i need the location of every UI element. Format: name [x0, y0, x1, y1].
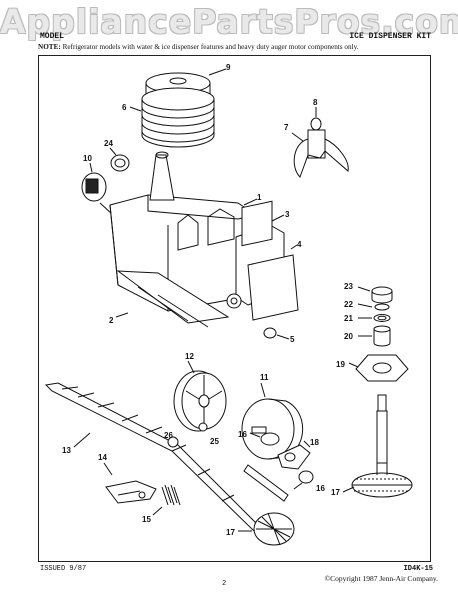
parts-diagram: 9 6 8 7 24 10 1 3 4 2 5 23 22 21 20 19 1… [44, 63, 413, 546]
header-left: MODEL [40, 32, 65, 41]
callout-16-lower: 16 [316, 484, 325, 493]
callout-11: 11 [260, 373, 269, 382]
callout-23: 23 [344, 282, 353, 291]
watermark: AppliancePartsPros.com [0, 2, 458, 41]
crusher-blade-part [293, 117, 349, 178]
callout-26: 26 [164, 431, 173, 440]
nut-part [167, 422, 208, 448]
callout-17-lower: 17 [226, 528, 235, 537]
callout-14: 14 [98, 453, 107, 462]
callout-9: 9 [226, 63, 231, 72]
callout-25: 25 [210, 437, 219, 446]
gear-cap-part [110, 154, 130, 172]
callout-12: 12 [185, 352, 194, 361]
page-number: 2 [222, 580, 227, 588]
note-label: NOTE: [38, 43, 61, 51]
callout-19: 19 [336, 360, 345, 369]
callout-1: 1 [257, 193, 262, 202]
callout-15: 15 [142, 515, 151, 524]
motor-housing-part [109, 151, 299, 328]
callout-16-upper: 16 [238, 430, 247, 439]
issued-date: ISSUED 9/87 [40, 565, 87, 573]
auger-motor-part [241, 398, 304, 460]
callout-22: 22 [344, 300, 353, 309]
document-code: ID4K-15 [403, 565, 433, 573]
header-strip: MODEL ICE DISPENSER KIT [38, 30, 433, 44]
note: NOTE: Refrigerator models with water & i… [38, 43, 433, 51]
callout-5: 5 [290, 335, 295, 344]
header-title: ICE DISPENSER KIT [349, 32, 431, 41]
note-text: Refrigerator models with water & ice dis… [62, 43, 359, 51]
diagram-frame [38, 55, 431, 562]
callout-20: 20 [344, 332, 353, 341]
bracket-part [105, 480, 157, 504]
callout-2: 2 [109, 316, 114, 325]
callout-17-right: 17 [331, 488, 340, 497]
callout-18: 18 [310, 438, 319, 447]
callout-6: 6 [122, 103, 127, 112]
screw-part [263, 327, 277, 339]
callout-8: 8 [313, 98, 318, 107]
callout-24: 24 [104, 139, 113, 148]
drive-wheel-part [173, 370, 227, 432]
callout-4: 4 [297, 240, 302, 249]
copyright: ©Copyright 1987 Jenn-Air Company. [324, 574, 438, 583]
bearing-stack-part [355, 286, 409, 382]
callout-13: 13 [62, 446, 71, 455]
motor-switch-part [81, 172, 125, 226]
callout-7: 7 [284, 123, 289, 132]
spring-part [161, 484, 181, 506]
gear-assembly-part [243, 432, 314, 546]
callout-10: 10 [83, 154, 92, 163]
auger-pulley-part [141, 72, 215, 148]
auger-shaft-part [351, 394, 413, 498]
callout-3: 3 [285, 210, 290, 219]
callout-21: 21 [344, 314, 353, 323]
